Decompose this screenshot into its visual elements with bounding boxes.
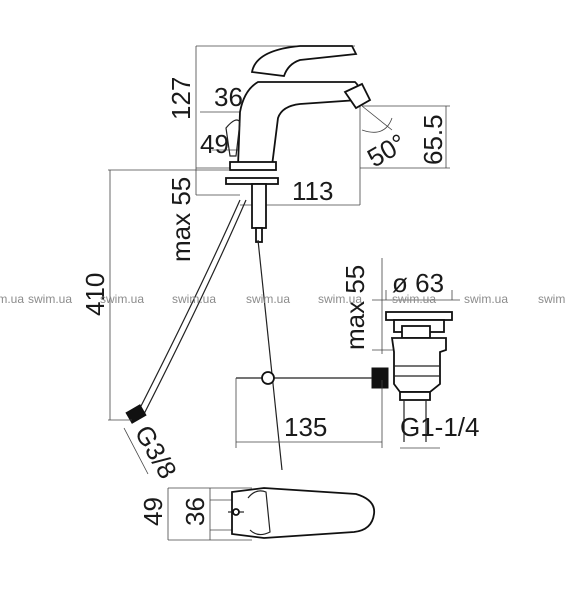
- watermark: swim.ua: [28, 292, 72, 306]
- watermark: swim.ua: [464, 292, 508, 306]
- watermark: swim.ua: [538, 292, 566, 306]
- lever-handle: [250, 45, 358, 77]
- dim-waste-diameter: ø 63: [392, 268, 444, 298]
- dim-hose-thread: G3/8: [129, 420, 183, 484]
- dim-waste-reach: 135: [284, 412, 327, 442]
- dim-top-depth-inner: 36: [180, 497, 210, 526]
- dim-spray-angle: 50°: [362, 128, 411, 174]
- spray-nozzle: [343, 82, 372, 110]
- watermark: swim.ua: [100, 292, 144, 306]
- dim-nozzle-height: 65.5: [418, 114, 448, 165]
- watermark: swim.ua: [172, 292, 216, 306]
- watermark: swim.ua: [0, 292, 24, 306]
- watermark: swim.ua: [246, 292, 290, 306]
- dim-max-deck: max 55: [166, 177, 196, 262]
- waste-assembly: [235, 258, 460, 449]
- watermark-row: swim.ua swim.ua swim.ua swim.ua swim.ua …: [0, 292, 566, 306]
- watermark: swim.ua: [318, 292, 362, 306]
- top-view-body: [231, 487, 376, 539]
- dim-body-height: 49: [200, 129, 229, 159]
- faucet-body: [237, 81, 361, 167]
- dim-waste-max: max 55: [340, 265, 370, 350]
- dim-top-depth-outer: 49: [138, 497, 168, 526]
- dim-waste-thread: G1-1/4: [400, 412, 480, 442]
- dim-height-total: 127: [166, 77, 196, 120]
- dim-spout-reach: 113: [292, 176, 333, 206]
- watermark: swim.ua: [392, 292, 436, 306]
- dim-hose-length: 410: [80, 273, 110, 316]
- top-view: [167, 487, 376, 541]
- dim-spout-offset: 36: [214, 82, 243, 112]
- faucet-side-view: [125, 45, 450, 471]
